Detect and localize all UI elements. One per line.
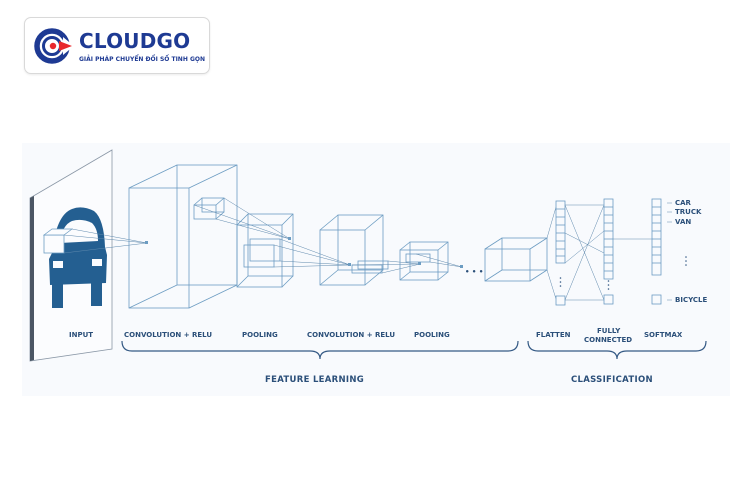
car-icon xyxy=(42,207,107,308)
pool1-to-conv2-rays xyxy=(273,238,351,268)
logo-tagline: GIẢI PHÁP CHUYỂN ĐỔI SỐ TINH GỌN xyxy=(79,56,205,63)
conv1-to-pool1-rays xyxy=(193,197,291,240)
conv2-to-pool2-rays xyxy=(351,260,421,274)
dense-connections xyxy=(564,204,605,301)
softmax-layer xyxy=(651,198,687,305)
cnn-architecture-diagram: • • • xyxy=(29,149,707,385)
stage-label-pool2: POOLING xyxy=(414,331,450,339)
class-label-bicycle: BICYCLE xyxy=(675,296,707,304)
cloudgo-logo-icon xyxy=(34,28,74,64)
stage-label-pool1: POOLING xyxy=(242,331,278,339)
input-to-conv1-rays xyxy=(63,228,148,254)
conv2-feature-maps xyxy=(319,214,389,286)
stage-label-connected: CONNECTED xyxy=(584,336,632,344)
stage-label-fully: FULLY xyxy=(597,327,621,335)
pool1-feature-maps xyxy=(236,213,294,288)
stage-label-softmax: SOFTMAX xyxy=(644,331,683,339)
logo-card: CLOUDGO GIẢI PHÁP CHUYỂN ĐỔI SỐ TINH GỌN xyxy=(24,17,210,74)
logo-name: CLOUDGO xyxy=(79,29,191,53)
stage-label-input: INPUT xyxy=(69,331,93,339)
class-label-car: CAR xyxy=(675,199,692,207)
class-label-van: VAN xyxy=(675,218,691,226)
ellipsis-horizontal: • • • xyxy=(465,268,483,276)
pool2-feature-maps xyxy=(399,241,463,281)
classification-brace xyxy=(527,340,707,360)
flatten-layer xyxy=(555,200,566,306)
feature-learning-brace xyxy=(121,340,519,360)
stage-label-conv1: CONVOLUTION + RELU xyxy=(124,331,212,339)
conv1-feature-maps xyxy=(128,164,238,309)
stage-label-flatten: FLATTEN xyxy=(536,331,571,339)
final-to-flatten-lines xyxy=(546,206,557,300)
fully-connected-layer xyxy=(603,198,614,305)
stage-label-conv2: CONVOLUTION + RELU xyxy=(307,331,395,339)
class-label-truck: TRUCK xyxy=(675,208,702,216)
group-label-classification: CLASSIFICATION xyxy=(571,375,653,385)
group-label-feature-learning: FEATURE LEARNING xyxy=(265,375,364,385)
final-feature-maps xyxy=(484,237,548,282)
cnn-diagram-panel: • • • xyxy=(22,143,730,396)
